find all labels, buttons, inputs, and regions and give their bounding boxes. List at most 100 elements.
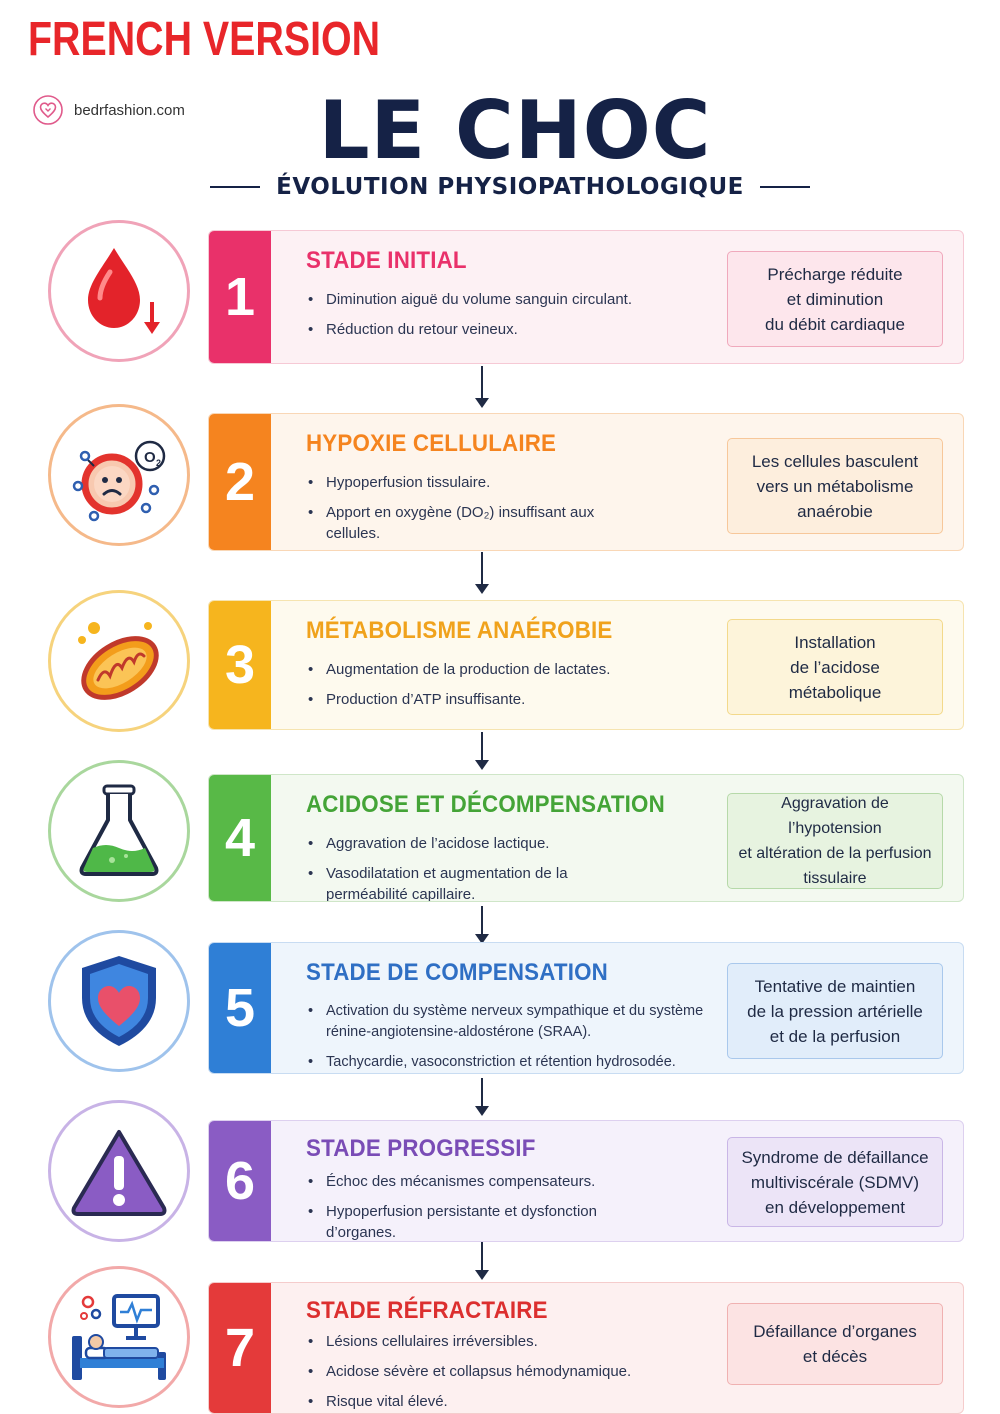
- stage-4-bullets: Aggravation de l’acidose lactique. Vasod…: [306, 833, 716, 901]
- flow-arrow: [475, 1242, 489, 1280]
- version-label: FRENCH VERSION: [28, 13, 381, 66]
- stage-5-icon-circle: [48, 930, 190, 1072]
- stage-1-bullets: Diminution aiguë du volume sanguin circu…: [306, 289, 716, 349]
- stage-4-title: ACIDOSE ET DÉCOMPENSATION: [306, 791, 665, 818]
- stage-5-note-line: Tentative de maintien: [754, 976, 916, 996]
- stage-5-note-line: de la pression artérielle: [747, 1001, 923, 1021]
- stage-5-number: 5: [209, 943, 271, 1073]
- stage-4-number: 4: [209, 775, 271, 901]
- flow-arrow: [475, 732, 489, 770]
- stage-1-title: STADE INITIAL: [306, 247, 467, 274]
- stage-5-title: STADE DE COMPENSATION: [306, 959, 608, 986]
- subtitle-line-right: [759, 186, 810, 188]
- stage-4-note-line: et altération de la perfusion: [738, 845, 932, 862]
- stage-7-bullets: Lésions cellulaires irréversibles. Acido…: [306, 1331, 716, 1413]
- subtitle-row: ÉVOLUTION PHYSIOPATHOLOGIQUE: [210, 174, 810, 200]
- stage-6-title: STADE PROGRESSIF: [306, 1135, 536, 1162]
- stage-7-note-line: et décès: [802, 1347, 868, 1366]
- stage-2-title: HYPOXIE CELLULAIRE: [306, 430, 557, 457]
- stage-7-icon-circle: [48, 1266, 190, 1408]
- svg-text:2: 2: [156, 458, 161, 468]
- stage-6-bullet: Échoc des mécanismes compensateurs.: [306, 1171, 716, 1192]
- stage-2-bullet: Hypoperfusion tissulaire.: [306, 472, 716, 493]
- stage-2-bullet: Apport en oxygène (DO₂) insuffisant aux …: [306, 502, 606, 544]
- stage-6-note: Syndrome de défaillance multiviscérale (…: [727, 1137, 943, 1227]
- stage-5-bullets: Activation du système nerveux sympathiqu…: [306, 1001, 726, 1073]
- stage-6-note-line: multiviscérale (SDMV): [750, 1172, 920, 1192]
- stage-4-bullet: Vasodilatation et augmentation de la per…: [306, 863, 586, 901]
- stage-5-note: Tentative de maintien de la pression art…: [727, 963, 943, 1059]
- stage-3-card: 3 MÉTABOLISME ANAÉROBIE Augmentation de …: [208, 600, 964, 730]
- stage-1-note-line: et diminution: [786, 289, 884, 309]
- stage-7-note: Défaillance d’organes et décès: [727, 1303, 943, 1385]
- flow-arrow: [475, 1078, 489, 1116]
- stage-2-number: 2: [209, 414, 271, 550]
- stage-5-bullet: Activation du système nerveux sympathiqu…: [306, 1001, 726, 1043]
- stage-3-bullet: Production d’ATP insuffisante.: [306, 689, 716, 710]
- stage-2-icon-circle: O 2: [48, 404, 190, 546]
- stage-6-bullets: Échoc des mécanismes compensateurs. Hypo…: [306, 1171, 716, 1241]
- flow-arrow: [475, 366, 489, 408]
- stage-7-number: 7: [209, 1283, 271, 1413]
- stage-5-note-line: et de la perfusion: [769, 1026, 901, 1046]
- mitochondria-icon: [78, 622, 159, 700]
- flow-arrow: [475, 552, 489, 594]
- warning-triangle-icon: [71, 1130, 167, 1216]
- svg-text:O: O: [144, 449, 156, 466]
- stage-4-note-line: tissulaire: [803, 870, 867, 887]
- stage-6-number: 6: [209, 1121, 271, 1241]
- stage-4-bullet: Aggravation de l’acidose lactique.: [306, 833, 716, 854]
- stage-3-icon-circle: [48, 590, 190, 732]
- subtitle-line-left: [210, 186, 261, 188]
- stage-1-note-line: du débit cardiaque: [765, 314, 905, 334]
- stage-1-icon-circle: [48, 220, 190, 362]
- shield-heart-icon: [82, 956, 156, 1046]
- stage-1-bullet: Diminution aiguë du volume sanguin circu…: [306, 289, 716, 310]
- hospital-bed-monitor-icon: [72, 1294, 166, 1380]
- stage-7-note-line: Défaillance d’organes: [753, 1322, 917, 1341]
- stage-2-note-line: vers un métabolisme: [756, 476, 914, 496]
- stage-4-note: Aggravation de l’hypotension et altérati…: [727, 793, 943, 889]
- stage-5-bullet: Tachycardie, vasoconstriction et rétenti…: [306, 1052, 726, 1073]
- stage-2-note-line: Les cellules basculent: [751, 451, 919, 471]
- stage-3-title: MÉTABOLISME ANAÉROBIE: [306, 617, 613, 644]
- stage-5-card: 5 STADE DE COMPENSATION Activation du sy…: [208, 942, 964, 1074]
- stage-6-note-line: en développement: [765, 1197, 905, 1217]
- stage-4-note-line: Aggravation de l’hypotension: [781, 795, 889, 837]
- sad-cell-oxygen-icon: O 2: [72, 440, 166, 522]
- stage-1-note-line: Précharge réduite: [767, 264, 903, 284]
- flask-icon: [79, 784, 159, 876]
- page-title: LE CHOC: [318, 84, 712, 177]
- stage-1-bullet: Réduction du retour veineux.: [306, 319, 716, 340]
- stage-3-bullet: Augmentation de la production de lactate…: [306, 659, 716, 680]
- stage-2-card: 2 HYPOXIE CELLULAIRE Hypoperfusion tissu…: [208, 413, 964, 551]
- stage-7-bullet: Risque vital élevé.: [306, 1391, 716, 1412]
- stage-3-note-line: métabolique: [788, 682, 882, 702]
- stage-3-note-line: de l’acidose: [790, 657, 880, 677]
- stage-2-note-line: anaérobie: [797, 501, 873, 521]
- brand-name: bedrfashion.com: [74, 101, 185, 119]
- stage-1-number: 1: [209, 231, 271, 363]
- stage-1-note: Précharge réduite et diminution du débit…: [727, 251, 943, 347]
- stage-6-bullet: Hypoperfusion persistante et dysfonction…: [306, 1201, 616, 1241]
- stage-7-card: 7 STADE RÉFRACTAIRE Lésions cellulaires …: [208, 1282, 964, 1414]
- stage-6-note-line: Syndrome de défaillance: [741, 1147, 929, 1167]
- stage-2-bullets: Hypoperfusion tissulaire. Apport en oxyg…: [306, 472, 716, 550]
- stage-3-bullets: Augmentation de la production de lactate…: [306, 659, 716, 719]
- stage-4-card: 4 ACIDOSE ET DÉCOMPENSATION Aggravation …: [208, 774, 964, 902]
- blood-drop-down-icon: [88, 248, 160, 334]
- stage-3-note: Installation de l’acidose métabolique: [727, 619, 943, 715]
- brand[interactable]: bedrfashion.com: [32, 94, 185, 126]
- stage-4-icon-circle: [48, 760, 190, 902]
- stage-7-title: STADE RÉFRACTAIRE: [306, 1297, 548, 1324]
- stage-6-icon-circle: [48, 1100, 190, 1242]
- stage-7-bullet: Acidose sévère et collapsus hémodynamiqu…: [306, 1361, 716, 1382]
- stage-6-card: 6 STADE PROGRESSIF Échoc des mécanismes …: [208, 1120, 964, 1242]
- stage-1-card: 1 STADE INITIAL Diminution aiguë du volu…: [208, 230, 964, 364]
- page-subtitle: ÉVOLUTION PHYSIOPATHOLOGIQUE: [276, 174, 744, 200]
- brand-heart-logo-icon: [33, 95, 63, 125]
- stage-2-note: Les cellules basculent vers un métabolis…: [727, 438, 943, 534]
- stage-7-bullet: Lésions cellulaires irréversibles.: [306, 1331, 716, 1352]
- stage-3-number: 3: [209, 601, 271, 729]
- flow-arrow: [475, 906, 489, 944]
